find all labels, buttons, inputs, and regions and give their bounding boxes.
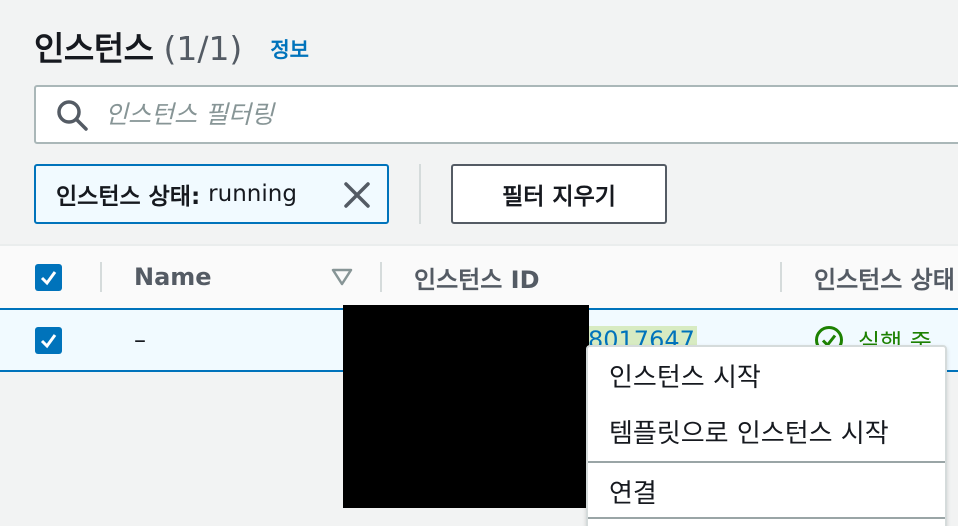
column-header-instance-id[interactable]: 인스턴스 ID [414,265,540,294]
column-header-instance-state[interactable]: 인스턴스 상태 [814,265,955,294]
row-checkbox[interactable] [35,310,62,370]
page-title: 인스턴스 [34,29,154,68]
context-menu: 인스턴스 시작 템플릿으로 인스턴스 시작 연결 [586,345,947,526]
redaction-overlay [343,305,589,508]
menu-divider [588,461,945,463]
info-link[interactable]: 정보 [270,38,309,62]
menu-item-connect[interactable]: 연결 [609,478,657,509]
menu-item-launch-instances[interactable]: 인스턴스 시작 [609,362,761,393]
column-separator [100,262,102,292]
sort-triangle-icon[interactable] [330,246,354,308]
search-bar[interactable] [34,85,958,144]
check-icon [35,263,62,291]
instance-count: (1/1) [163,29,243,68]
column-separator [380,262,382,292]
close-icon[interactable] [341,179,373,211]
search-input[interactable] [105,100,905,129]
select-all-checkbox[interactable] [35,246,62,308]
filter-token-label: 인스턴스 상태: [56,184,201,210]
page-header: 인스턴스 (1/1) 정보 [34,22,309,70]
column-separator [780,262,782,292]
check-icon [35,326,62,354]
column-header-name[interactable]: Name [134,263,212,291]
table-header: Name 인스턴스 ID 인스턴스 상태 [0,246,958,308]
table-top-border [0,244,958,246]
clear-filters-button[interactable]: 필터 지우기 [451,164,667,224]
menu-item-launch-from-template[interactable]: 템플릿으로 인스턴스 시작 [609,418,889,449]
search-icon [55,98,89,132]
toolbar-divider [419,164,421,224]
row-name: – [134,326,146,354]
filter-token: 인스턴스 상태: running [34,164,389,224]
filter-token-value: running [208,181,297,207]
menu-divider [588,517,945,519]
